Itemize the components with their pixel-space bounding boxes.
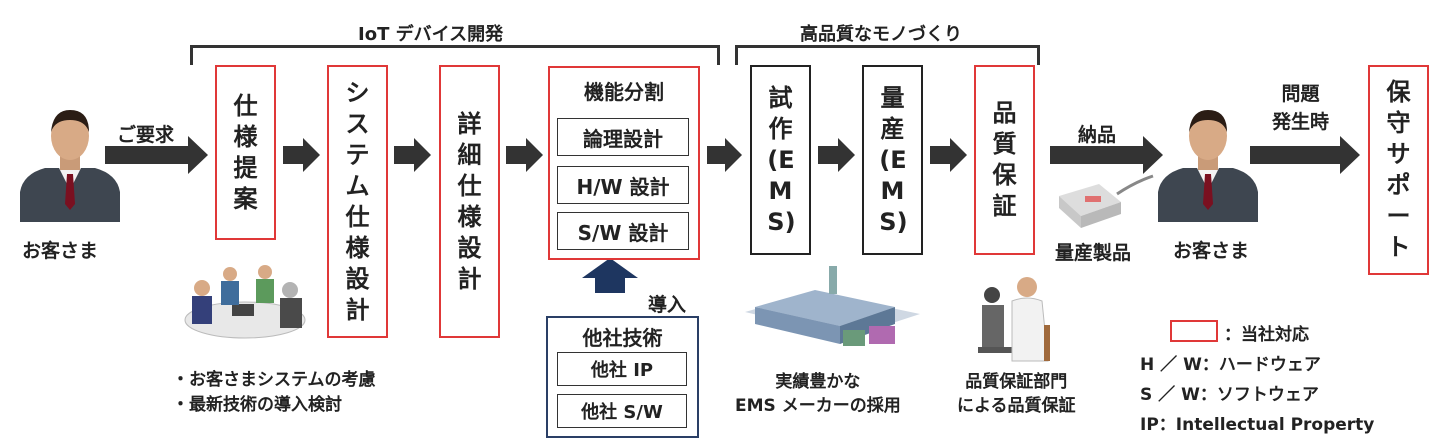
arrow-1 bbox=[283, 138, 320, 172]
legend-hw: H ／ W：ハードウェア bbox=[1140, 355, 1321, 375]
customer-left-label: お客さま bbox=[22, 240, 99, 262]
customer-right-avatar bbox=[1153, 104, 1263, 226]
legend-sw: S ／ W：ソフトウェア bbox=[1140, 385, 1319, 405]
product-caption: 量産製品 bbox=[1055, 242, 1132, 264]
ems-caption: 実績豊かな EMS メーカーの採用 bbox=[735, 372, 901, 416]
customer-right-label: お客さま bbox=[1173, 240, 1250, 262]
qa-caption: 品質保証部門 による品質保証 bbox=[957, 372, 1076, 416]
step-mass-production: 量産(EMS) bbox=[862, 65, 923, 255]
delivery-label: 納品 bbox=[1078, 124, 1117, 146]
step-support: 保守サポート bbox=[1368, 65, 1429, 275]
arrow-3 bbox=[506, 138, 543, 172]
func-item-hw: H/W 設計 bbox=[557, 166, 689, 204]
other-ip: 他社 IP bbox=[557, 352, 687, 386]
func-split-title: 機能分割 bbox=[584, 80, 664, 104]
arrow-support bbox=[1250, 136, 1360, 174]
step-detail-spec: 詳細仕様設計 bbox=[439, 65, 500, 338]
step-system-spec: システム仕様設計 bbox=[327, 65, 388, 338]
step-spec-proposal: 仕様提案 bbox=[215, 65, 276, 240]
other-sw: 他社 S/W bbox=[557, 394, 687, 428]
note-1: ・お客さまシステムの考慮 bbox=[172, 370, 376, 390]
meeting-illustration bbox=[170, 258, 320, 362]
problem-trigger: 問題 発生時 bbox=[1272, 83, 1330, 133]
func-item-sw: S/W 設計 bbox=[557, 212, 689, 250]
customer-left-avatar bbox=[15, 104, 125, 226]
qa-dept-illustration bbox=[972, 265, 1062, 369]
iot-bracket bbox=[190, 45, 720, 65]
quality-bracket-title: 高品質なモノづくり bbox=[800, 24, 962, 45]
step-quality-assurance: 品質保証 bbox=[974, 65, 1035, 255]
note-2: ・最新技術の導入検討 bbox=[172, 395, 342, 415]
arrow-6 bbox=[930, 138, 967, 172]
iot-bracket-title: IoT デバイス開発 bbox=[358, 24, 504, 45]
arrow-introduce bbox=[582, 258, 638, 293]
arrow-delivery bbox=[1050, 136, 1163, 174]
request-label: ご要求 bbox=[117, 124, 175, 146]
arrow-2 bbox=[394, 138, 431, 172]
legend-own-swatch bbox=[1170, 320, 1218, 342]
arrow-request bbox=[105, 136, 208, 174]
legend-own: ：当社対応 bbox=[1224, 325, 1309, 345]
other-tech-title: 他社技術 bbox=[582, 326, 663, 350]
quality-bracket bbox=[735, 45, 1040, 65]
func-item-logic: 論理設計 bbox=[557, 118, 689, 156]
legend-ip: IP：Intellectual Property bbox=[1140, 415, 1375, 435]
step-prototype: 試作(EMS) bbox=[750, 65, 811, 255]
introduce-label: 導入 bbox=[648, 294, 687, 316]
arrow-4 bbox=[707, 138, 742, 172]
product-image bbox=[1055, 172, 1155, 238]
arrow-5 bbox=[818, 138, 855, 172]
ems-factory-illustration bbox=[745, 262, 925, 366]
